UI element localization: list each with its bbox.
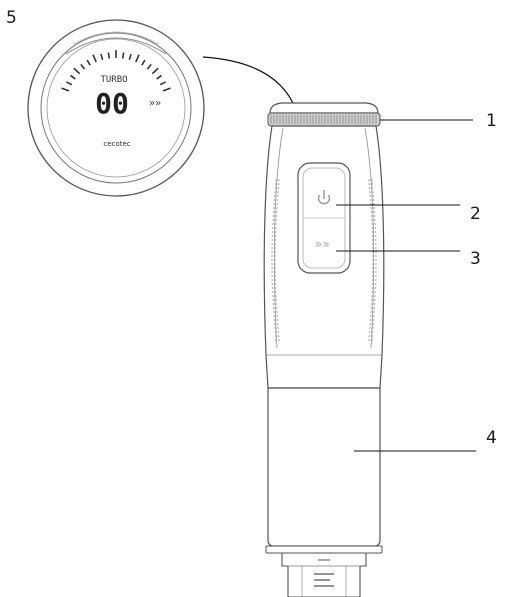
scale-tick <box>159 81 166 86</box>
scale-tick <box>151 67 159 75</box>
scale-tick <box>100 53 104 61</box>
display-reflection <box>65 37 167 55</box>
scale-tick <box>135 54 140 63</box>
callout-label-4: 4 <box>486 428 497 448</box>
scale-tick <box>73 67 81 75</box>
grip-texture <box>271 179 377 341</box>
display-speed-digits: 00 <box>95 87 129 120</box>
scale-tick <box>69 74 76 80</box>
scale-tick <box>121 52 125 59</box>
motor-body <box>267 387 381 547</box>
scale-tick <box>92 54 97 63</box>
scale-tick <box>146 63 152 70</box>
blender-body: »» <box>263 102 385 597</box>
power-button[interactable] <box>317 190 331 205</box>
scale-tick <box>141 59 146 66</box>
callout-label-5: 5 <box>6 8 17 28</box>
scale-tick <box>61 87 70 92</box>
scale-tick <box>86 59 91 66</box>
callout-label-2: 2 <box>470 204 481 224</box>
scale-tick <box>162 87 171 92</box>
connector-lock-marks <box>314 573 334 587</box>
coupling-connector <box>281 552 367 597</box>
display-turbo-icon: »» <box>149 98 161 109</box>
turbo-button[interactable]: »» <box>315 237 330 251</box>
scale-tick <box>156 74 163 80</box>
power-icon <box>317 194 331 205</box>
callout-label-1: 1 <box>486 111 497 131</box>
scale-tick <box>66 81 73 86</box>
speed-scale-ticks <box>61 50 171 92</box>
knurl-pattern <box>270 115 377 124</box>
top-cap <box>269 102 379 114</box>
display-leader-line <box>202 56 297 111</box>
display-mode-label: TURBO <box>100 75 127 85</box>
scale-tick <box>128 53 132 61</box>
display-face <box>46 38 186 178</box>
display-detail: TURBO 00 »» cecotec <box>27 19 205 197</box>
turbo-icon: »» <box>315 237 330 251</box>
display-brand-logo: cecotec <box>103 140 130 148</box>
callout-label-3: 3 <box>470 249 481 269</box>
knurled-ring <box>267 112 381 127</box>
scale-tick <box>107 52 111 59</box>
body-base-rim <box>265 545 383 554</box>
scale-tick <box>80 63 86 70</box>
